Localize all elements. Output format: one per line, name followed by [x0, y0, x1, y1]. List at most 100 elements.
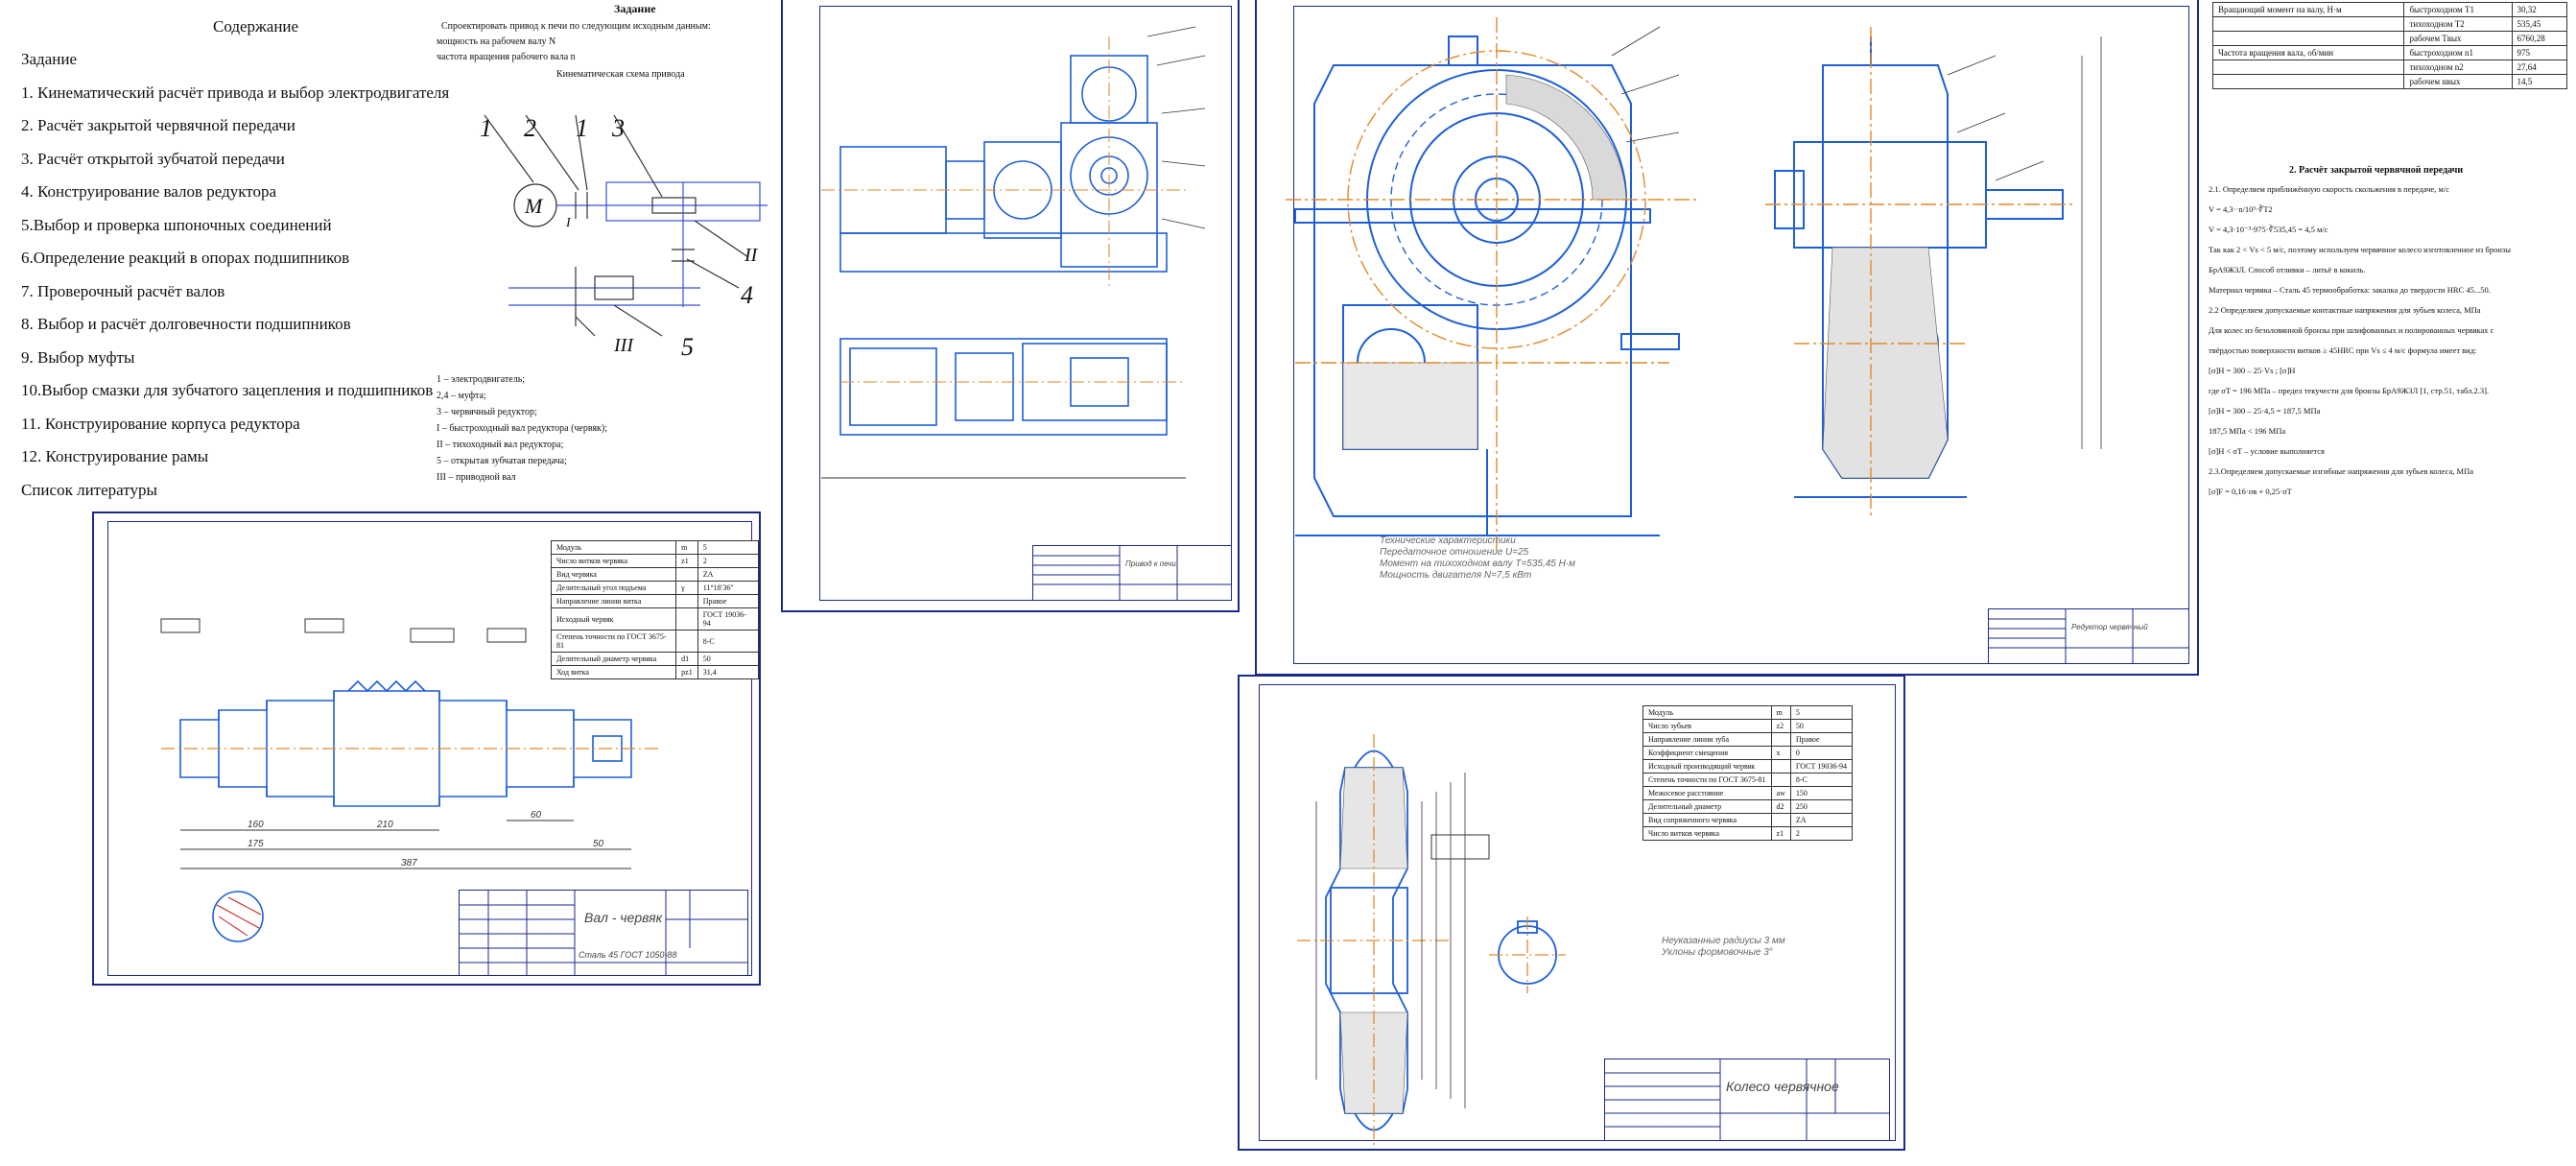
kinematic-scheme: 1 2 1 3 II 4 I III 5 М: [480, 114, 768, 361]
shaft-spec-cell: 50: [697, 652, 760, 666]
shaft-spec-cell: [675, 607, 698, 631]
calc-param-cell: [2211, 59, 2405, 75]
scheme-label-1: 1: [480, 114, 492, 142]
calc-line: БрА9Ж3Л. Способ отливки – литьё в кокиль…: [2209, 265, 2366, 274]
shaft-spec-cell: Правое: [697, 594, 760, 608]
calc-line: 2.3.Определяем допускаемые изгибные напр…: [2209, 466, 2474, 476]
wheel-spec-cell: 2: [1789, 826, 1854, 841]
wheel-spec-cell: Число витков червяка: [1642, 826, 1772, 841]
reducer-note-2: Момент на тихоходном валу T=535,45 Н·м: [1380, 559, 1576, 569]
legend-item: II – тихоходный вал редуктора;: [437, 440, 564, 450]
toc-item: 9. Выбор муфты: [21, 347, 135, 367]
calc-line: Для колес из безоловянной бронзы при шли…: [2209, 325, 2494, 335]
calc-param-cell: быстроходном T1: [2403, 2, 2513, 17]
legend-item: 5 – открытая зубчатая передача;: [437, 456, 567, 466]
calc-line: твёрдостью поверхности витков ≥ 45HRC пр…: [2209, 345, 2477, 355]
scheme-label-i: I: [565, 216, 572, 230]
toc-item: 7. Проверочный расчёт валов: [21, 281, 225, 300]
calc-line: [σ]H < σT – условие выполняется: [2209, 446, 2325, 456]
wheel-spec-cell: Правое: [1789, 732, 1854, 747]
scheme-label-2: 2: [524, 114, 536, 142]
calc-param-cell: рабочем Tвых: [2403, 31, 2513, 46]
wheel-spec-cell: 0: [1789, 746, 1854, 760]
shaft-spec-cell: 11°18′36″: [697, 581, 760, 595]
calc-param-cell: [2211, 31, 2405, 46]
toc-item: Задание: [21, 50, 77, 68]
shaft-spec-cell: Ход витка: [550, 665, 677, 679]
wheel-notes: Неуказанные радиусы 3 мм Уклоны формовоч…: [1662, 936, 1785, 959]
calc-line: V = 4,3·10⁻³·975·∛535,45 = 4,5 м/с: [2209, 225, 2328, 234]
shaft-part-name: Вал - червяк: [584, 910, 663, 925]
calc-param-cell: рабочем nвых: [2403, 74, 2513, 89]
shaft-spec-cell: 5: [697, 540, 760, 555]
shaft-spec-cell: Делительный угол подъема: [550, 581, 677, 595]
legend-item: III – приводной вал: [437, 472, 516, 483]
wheel-spec-cell: Модуль: [1642, 705, 1772, 720]
calc-param-cell: 975: [2511, 45, 2568, 60]
reducer-tech-notes: Технические характеристики Передаточное …: [1380, 535, 1575, 582]
scheme-label-3: 3: [611, 114, 625, 142]
motor-symbol: М: [524, 194, 544, 218]
task-line-1: Спроектировать привод к печи по следующи…: [441, 21, 711, 32]
calc-param-cell: тихоходном T2: [2403, 16, 2513, 32]
wheel-spec-cell: Межосевое расстояние: [1642, 786, 1772, 800]
assembly-drawing-sheet: Привод к печи: [781, 0, 1240, 612]
shaft-dim-60: 60: [531, 810, 542, 821]
calc-param-cell: тихоходном n2: [2403, 59, 2513, 75]
calc-line: [σ]F = 0,16·σв + 0,25·σT: [2209, 487, 2292, 496]
toc-item: 6.Определение реакций в опорах подшипник…: [21, 249, 350, 267]
shaft-dim-175: 175: [248, 839, 264, 849]
shaft-spec-cell: Модуль: [550, 540, 677, 555]
toc-item: 8. Выбор и расчёт долговечности подшипни…: [21, 315, 351, 333]
shaft-dim-387: 387: [401, 858, 417, 869]
wheel-spec-cell: Число зубьев: [1642, 719, 1772, 733]
wheel-spec-cell: aw: [1770, 786, 1791, 800]
wheel-note-0: Неуказанные радиусы 3 мм: [1662, 936, 1785, 946]
wheel-spec-cell: ГОСТ 19036-94: [1789, 759, 1854, 773]
legend-item: I – быстроходный вал редуктора (червяк);: [437, 423, 608, 434]
wheel-spec-cell: 50: [1789, 719, 1854, 733]
worm-wheel-drawing: [1297, 734, 1566, 1147]
reducer-note-1: Передаточное отношение U=25: [1380, 547, 1529, 558]
wheel-spec-cell: Степень точности по ГОСТ 3675-81: [1642, 773, 1772, 787]
shaft-material: Сталь 45 ГОСТ 1050-88: [579, 950, 677, 960]
calc-param-cell: Вращающий момент на валу, Н·м: [2211, 2, 2405, 17]
shaft-spec-cell: ZA: [697, 567, 760, 582]
toc-item: 5.Выбор и проверка шпоночных соединений: [21, 215, 332, 234]
calc-section-title: 2. Расчёт закрытой червячной передачи: [2289, 165, 2464, 176]
calc-line: Так как 2 < Vs < 5 м/с, поэтому использу…: [2209, 245, 2511, 254]
shaft-spec-cell: m: [675, 540, 698, 555]
wheel-spec-cell: Направление линии зуба: [1642, 732, 1772, 747]
calc-param-cell: 6760,28: [2511, 31, 2568, 46]
calc-line: 2.1. Определяем приближённую скорость ск…: [2209, 184, 2449, 194]
calc-line: где σT = 196 МПа – предел текучести для …: [2209, 386, 2490, 395]
toc-title: Содержание: [213, 17, 299, 36]
calc-line: [σ]H = 300 – 25·Vs ; [σ]H: [2209, 366, 2296, 375]
wheel-spec-cell: z2: [1770, 719, 1791, 733]
shaft-title-block: Вал - червяк Сталь 45 ГОСТ 1050-88: [459, 890, 748, 976]
scheme-label-1b: 1: [576, 114, 588, 142]
shaft-spec-cell: z1: [675, 554, 698, 568]
wheel-spec-cell: 5: [1789, 705, 1854, 720]
scheme-label-iii: III: [613, 335, 634, 356]
wheel-spec-row: Направление линии зуба Правое: [1642, 732, 1854, 747]
shaft-spec-cell: [675, 567, 698, 582]
